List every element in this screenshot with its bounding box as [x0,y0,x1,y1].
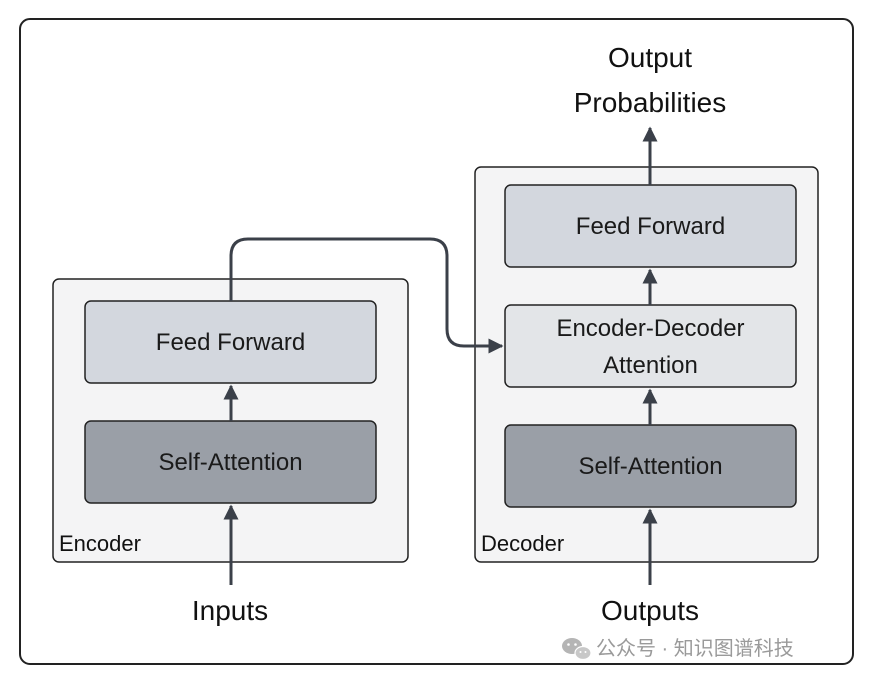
encoder-label: Encoder [59,531,141,556]
decoder-label: Decoder [481,531,564,556]
outputs-label: Outputs [601,595,699,626]
wechat-icon [562,638,592,661]
decoder-feed-forward-label: Feed Forward [576,213,725,240]
inputs-label: Inputs [192,595,268,626]
decoder-self-attention-label: Self-Attention [578,453,722,480]
decoder-cross-attention-label-line2: Attention [603,352,698,379]
output-probabilities-label-line2: Probabilities [574,87,727,118]
encoder-self-attention-label: Self-Attention [158,449,302,476]
output-probabilities-label-line1: Output [608,42,692,73]
arrow-encoder-to-decoder-cross-attention [229,237,504,354]
decoder-cross-attention-label-line1: Encoder-Decoder [556,315,744,342]
watermark-text: 公众号 · 知识图谱科技 [596,637,794,660]
encoder-feed-forward-label: Feed Forward [156,329,305,356]
